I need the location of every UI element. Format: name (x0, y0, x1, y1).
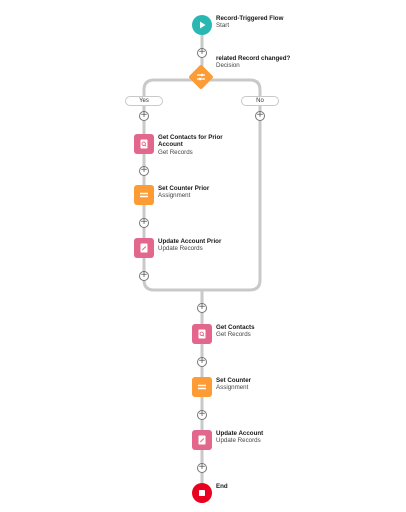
add-element-button[interactable]: + (197, 302, 207, 313)
end-node-label: End (216, 483, 326, 490)
set-counter-prior-node-subtitle: Assignment (158, 192, 191, 200)
add-element-button[interactable]: + (255, 110, 265, 121)
edit-icon (198, 435, 206, 445)
branch-label-no[interactable]: No (241, 96, 279, 106)
add-element-button[interactable]: + (139, 270, 149, 281)
update-account-node-subtitle: Update Records (216, 437, 261, 445)
search-icon (140, 139, 148, 149)
decision-node-subtitle: Decision (216, 62, 240, 70)
update-account-prior-node-icon[interactable] (134, 238, 154, 258)
edit-icon (140, 243, 148, 253)
start-node-icon[interactable] (192, 15, 212, 35)
get-contacts-node-label: Get Contacts Get Records (216, 324, 326, 339)
set-counter-prior-node-icon[interactable] (134, 185, 154, 205)
add-element-button[interactable]: + (197, 47, 207, 58)
start-node-subtitle: Start (216, 22, 230, 30)
decision-node-icon[interactable] (188, 64, 214, 90)
add-element-button[interactable]: + (139, 217, 149, 228)
get-contacts-prior-node-title: Get Contacts for Prior Account (158, 134, 223, 149)
start-node-label: Record-Triggered Flow Start (216, 15, 326, 30)
get-contacts-node-title: Get Contacts (216, 324, 255, 331)
get-contacts-node-subtitle: Get Records (216, 331, 251, 339)
get-contacts-prior-node-icon[interactable] (134, 134, 154, 154)
set-counter-node-subtitle: Assignment (216, 384, 249, 392)
end-node-title: End (216, 483, 228, 490)
start-node-title: Record-Triggered Flow (216, 15, 284, 22)
add-element-button[interactable]: + (139, 165, 149, 176)
update-account-prior-node-title: Update Account Prior (158, 238, 222, 245)
decision-icon (197, 73, 205, 81)
assignment-icon (198, 384, 206, 390)
set-counter-node-title: Set Counter (216, 377, 252, 384)
update-account-prior-node-subtitle: Update Records (158, 245, 203, 253)
decision-node-label: related Record changed? Decision (216, 55, 326, 70)
set-counter-prior-node-title: Set Counter Prior (158, 185, 210, 192)
stop-icon (199, 490, 205, 496)
update-account-node-icon[interactable] (192, 430, 212, 450)
assignment-icon (140, 192, 148, 198)
play-icon (200, 21, 206, 29)
set-counter-node-icon[interactable] (192, 377, 212, 397)
connector-no-branch (200, 78, 262, 292)
update-account-node-title: Update Account (216, 430, 264, 437)
set-counter-prior-node-label: Set Counter Prior Assignment (158, 185, 268, 200)
add-element-button[interactable]: + (197, 356, 207, 367)
set-counter-node-label: Set Counter Assignment (216, 377, 326, 392)
branch-label-yes[interactable]: Yes (125, 96, 163, 106)
decision-node-title: related Record changed? (216, 55, 291, 62)
get-contacts-node-icon[interactable] (192, 324, 212, 344)
update-account-prior-node-label: Update Account Prior Update Records (158, 238, 268, 253)
add-element-button[interactable]: + (197, 409, 207, 420)
update-account-node-label: Update Account Update Records (216, 430, 326, 445)
add-element-button[interactable]: + (139, 110, 149, 121)
add-element-button[interactable]: + (197, 462, 207, 473)
get-contacts-prior-node-subtitle: Get Records (158, 148, 193, 156)
get-contacts-prior-node-label: Get Contacts for Prior Account Get Recor… (158, 134, 238, 156)
search-icon (198, 329, 206, 339)
end-node-icon[interactable] (192, 483, 212, 503)
